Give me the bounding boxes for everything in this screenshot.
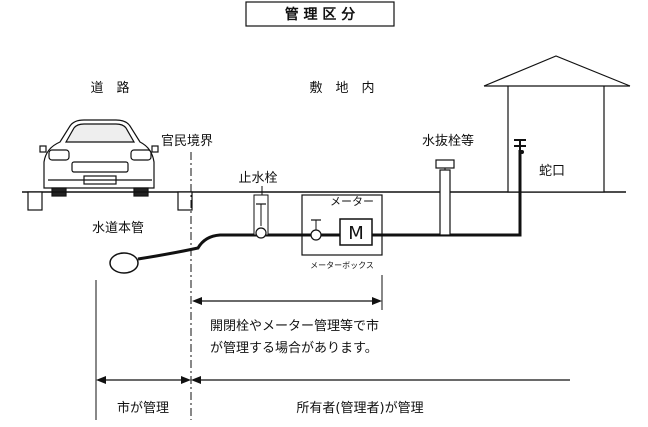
- faucet-label: 蛇口: [539, 164, 565, 179]
- stop-valve-icon: [255, 227, 267, 239]
- drain-valve-label: 水抜栓等: [422, 133, 474, 149]
- city-managed-label: 市が管理: [117, 400, 169, 416]
- main-pipe-label: 水道本管: [92, 221, 144, 236]
- owner-managed-label: 所有者(管理者)が管理: [296, 401, 423, 416]
- drain-valve-handle: [435, 159, 455, 169]
- meter-icon: [339, 218, 373, 246]
- main-pipe-icon: [109, 252, 139, 274]
- meter-box: [301, 194, 383, 256]
- road-label: 道 路: [90, 80, 129, 96]
- road-pier-right: [177, 191, 193, 211]
- meter-valve-icon: [310, 229, 322, 241]
- service-pipe: [137, 150, 522, 261]
- meter-label: メーター: [330, 195, 374, 208]
- title-box: [245, 1, 395, 27]
- stop-valve-label: 止水栓: [238, 171, 277, 186]
- road-pier-left: [27, 191, 43, 211]
- boundary-label: 官民境界: [161, 133, 213, 149]
- title: 管 理 区 分: [285, 6, 356, 23]
- meter-symbol: M: [348, 223, 364, 244]
- car-illustration: [39, 119, 159, 197]
- faucet-icon: [514, 139, 526, 150]
- meter-box-label: メーターボックス: [310, 261, 374, 270]
- premises-label: 敷 地 内: [309, 80, 374, 96]
- note-line2: が管理する場合があります。: [210, 341, 378, 356]
- house-illustration: [483, 55, 631, 193]
- drain-valve-post: [439, 169, 451, 236]
- note-line1: 開閉栓やメーター管理等で市: [210, 318, 379, 334]
